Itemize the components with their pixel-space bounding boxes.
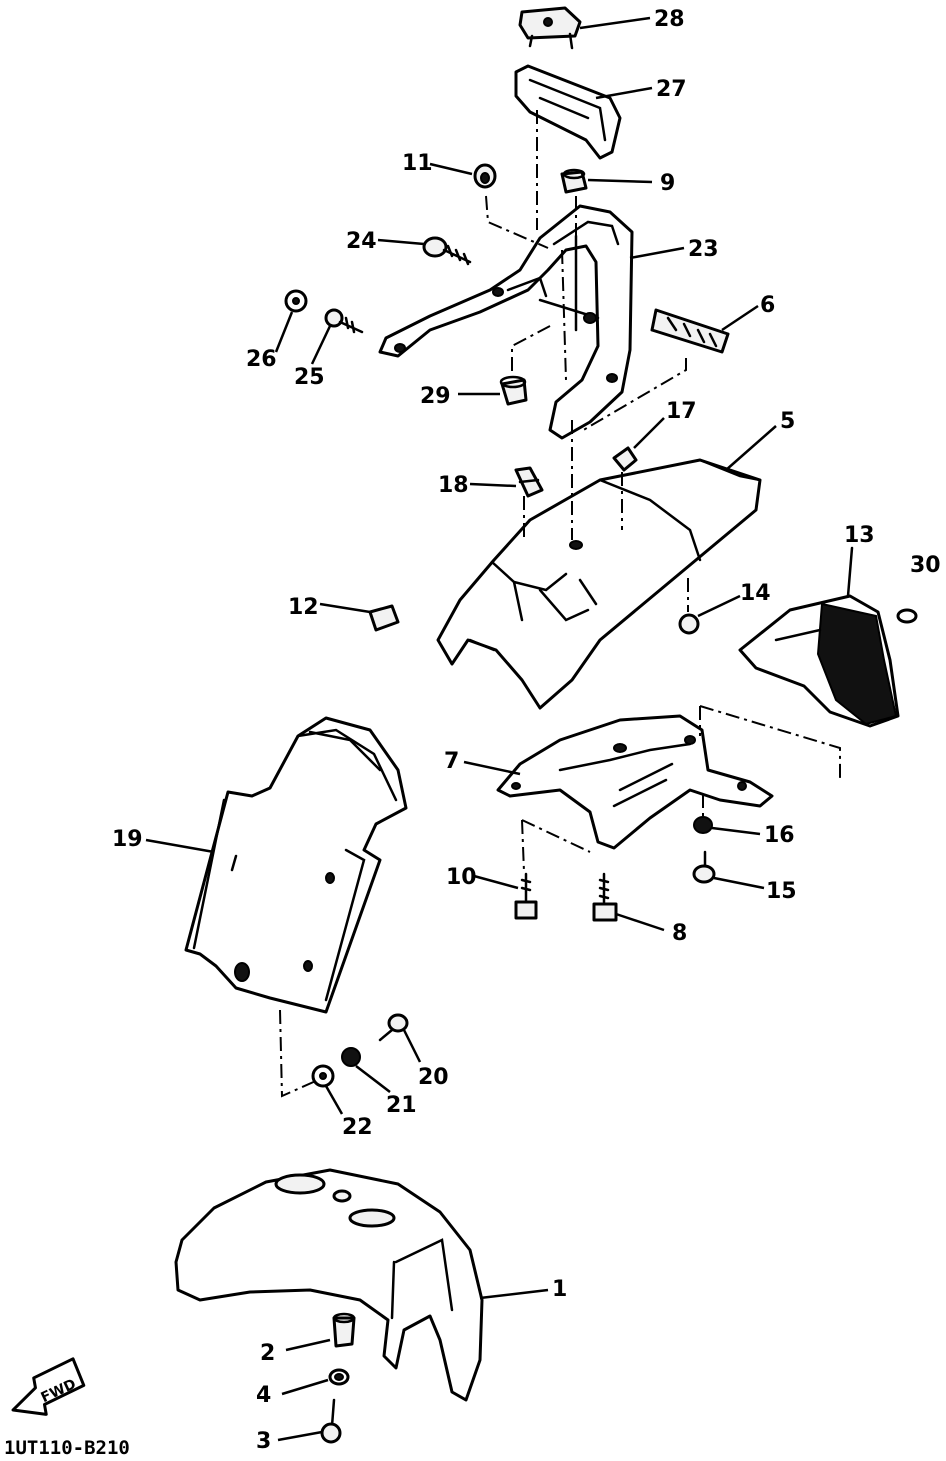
part-19-fender-extension: [184, 716, 408, 1014]
part-11-nut: [473, 163, 497, 189]
leader-lines: [145, 16, 777, 1442]
part-25-bolt: [324, 308, 364, 334]
part-20-bolt: [378, 1013, 409, 1042]
callout-25: 25: [294, 365, 325, 390]
part-7-inner-bracket: [496, 714, 774, 850]
callout-19: 19: [112, 827, 143, 852]
part-29-damper: [499, 375, 528, 406]
part-28-bracket: [518, 6, 582, 50]
callout-21: 21: [386, 1093, 417, 1118]
part-17-clip: [612, 446, 638, 472]
part-16-nut: [693, 816, 713, 834]
callout-20: 20: [418, 1065, 449, 1090]
part-24-bolt: [422, 236, 472, 266]
forward-direction-arrow: FWD: [11, 1357, 86, 1416]
assembly-lines: [279, 110, 841, 1098]
callout-22: 22: [342, 1115, 373, 1140]
callout-11: 11: [402, 151, 433, 176]
part-6-emblem: [650, 308, 730, 354]
callout-30: 30: [910, 553, 941, 578]
part-21-nut: [341, 1047, 361, 1067]
callout-4: 4: [256, 1383, 271, 1408]
callout-27: 27: [656, 77, 687, 102]
part-18-clip: [514, 466, 544, 498]
callout-3: 3: [256, 1429, 271, 1454]
part-27-cover: [514, 64, 622, 160]
part-1-front-fender: [174, 1168, 484, 1402]
callout-23: 23: [688, 237, 719, 262]
part-26-washer: [284, 289, 308, 313]
callout-labels: 28 27 11 9 24 23 6 26 25 29 17 5 18 13 3…: [112, 7, 941, 1454]
callout-24: 24: [346, 229, 377, 254]
callout-12: 12: [288, 595, 319, 620]
part-5-rear-fender: [436, 458, 762, 710]
part-10-bolt: [514, 872, 538, 920]
part-22-washer: [311, 1064, 335, 1088]
callout-2: 2: [260, 1341, 275, 1366]
part-3-bolt: [320, 1398, 342, 1444]
drawing-code: 1UT110-B210: [4, 1437, 130, 1459]
callout-6: 6: [760, 293, 775, 318]
part-9-grommet: [560, 168, 588, 194]
callout-8: 8: [672, 921, 687, 946]
callout-16: 16: [764, 823, 795, 848]
part-30-washer: [896, 608, 918, 624]
callout-9: 9: [660, 171, 675, 196]
callout-10: 10: [446, 865, 477, 890]
callout-29: 29: [420, 384, 451, 409]
callout-7: 7: [444, 749, 459, 774]
callout-28: 28: [654, 7, 685, 32]
part-12-clamp: [368, 604, 400, 632]
callout-18: 18: [438, 473, 469, 498]
callout-17: 17: [666, 399, 697, 424]
part-15-bolt: [692, 850, 716, 884]
callout-5: 5: [780, 409, 795, 434]
callout-26: 26: [246, 347, 277, 372]
callout-1: 1: [552, 1277, 567, 1302]
callout-15: 15: [766, 879, 797, 904]
part-13-tail-light: [738, 546, 900, 728]
part-8-bolt: [592, 872, 618, 922]
part-2-collar: [332, 1312, 356, 1348]
part-23-grab-bar: [378, 204, 634, 440]
part-4-washer: [328, 1368, 350, 1386]
callout-14: 14: [740, 581, 771, 606]
part-14-nut: [678, 613, 700, 635]
callout-13: 13: [844, 523, 875, 548]
